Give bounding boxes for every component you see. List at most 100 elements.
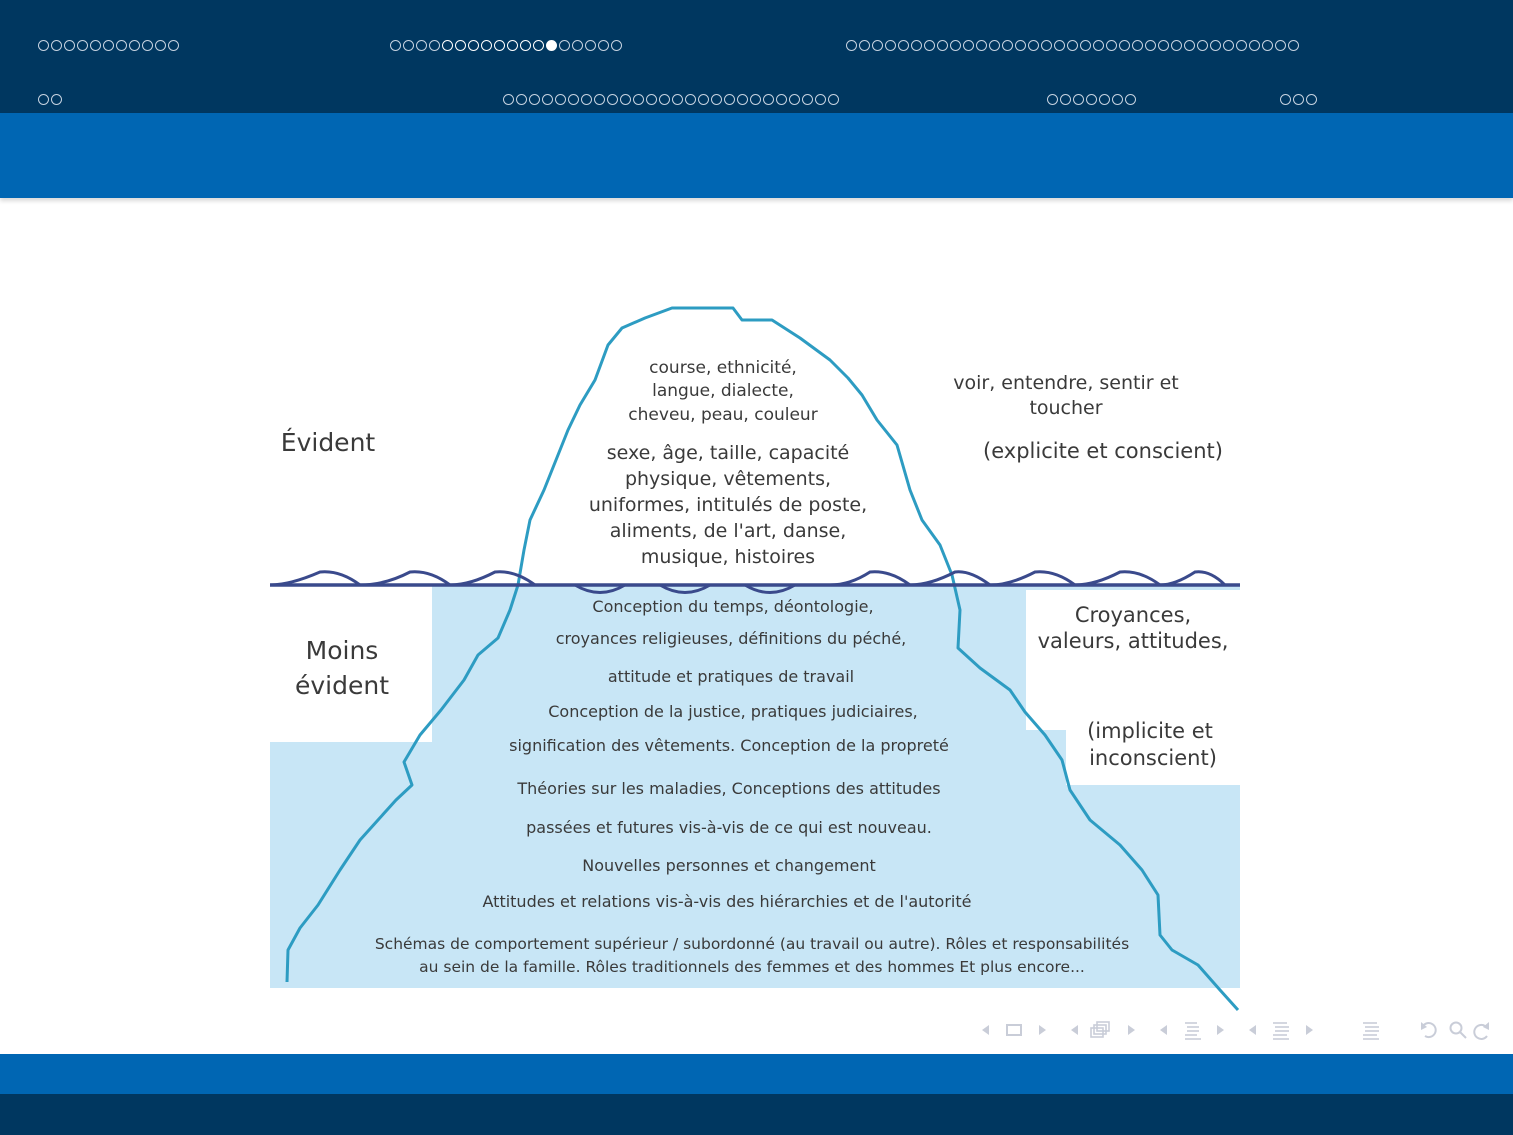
nav-dot[interactable] — [789, 94, 800, 105]
nav-dot[interactable] — [581, 94, 592, 105]
nav-dot-current[interactable] — [546, 40, 557, 51]
nav-dot[interactable] — [672, 94, 683, 105]
nav-dot[interactable] — [129, 40, 140, 51]
nav-dot[interactable] — [1054, 40, 1065, 51]
nav-dot[interactable] — [503, 94, 514, 105]
nav-section-2[interactable] — [390, 35, 624, 54]
nav-dot[interactable] — [1158, 40, 1169, 51]
nav-dot[interactable] — [51, 94, 62, 105]
nav-dot[interactable] — [51, 40, 62, 51]
nav-dot[interactable] — [442, 40, 453, 51]
nav-dot[interactable] — [1249, 40, 1260, 51]
nav-dot[interactable] — [607, 94, 618, 105]
nav-dot[interactable] — [620, 94, 631, 105]
nav-dot[interactable] — [103, 40, 114, 51]
nav-dot[interactable] — [1210, 40, 1221, 51]
nav-dot[interactable] — [468, 40, 479, 51]
nav-dot[interactable] — [659, 94, 670, 105]
nav-dot[interactable] — [611, 40, 622, 51]
nav-dot[interactable] — [924, 40, 935, 51]
nav-dot[interactable] — [646, 94, 657, 105]
nav-dot[interactable] — [737, 94, 748, 105]
nav-dot[interactable] — [116, 40, 127, 51]
nav-section-3[interactable] — [846, 35, 1301, 54]
nav-subsection-1[interactable] — [38, 89, 64, 108]
nav-dot[interactable] — [828, 94, 839, 105]
nav-dot[interactable] — [572, 40, 583, 51]
nav-dot[interactable] — [568, 94, 579, 105]
nav-dot[interactable] — [390, 40, 401, 51]
arrow-right-icon[interactable] — [1306, 1025, 1313, 1035]
nav-dot[interactable] — [1015, 40, 1026, 51]
nav-dot[interactable] — [533, 40, 544, 51]
nav-section-1[interactable] — [38, 35, 181, 54]
nav-dot[interactable] — [1280, 94, 1291, 105]
nav-dot[interactable] — [1086, 94, 1097, 105]
nav-dot[interactable] — [1145, 40, 1156, 51]
nav-dot[interactable] — [494, 40, 505, 51]
nav-dot[interactable] — [1073, 94, 1084, 105]
nav-dot[interactable] — [155, 40, 166, 51]
nav-dot[interactable] — [685, 94, 696, 105]
nav-dot[interactable] — [1060, 94, 1071, 105]
nav-dot[interactable] — [898, 40, 909, 51]
nav-subsection-3[interactable] — [1047, 89, 1138, 108]
nav-dot[interactable] — [1119, 40, 1130, 51]
nav-dot[interactable] — [1002, 40, 1013, 51]
nav-dot[interactable] — [802, 94, 813, 105]
section-icon[interactable] — [1273, 1022, 1289, 1040]
nav-dot[interactable] — [168, 40, 179, 51]
arrow-left-icon[interactable] — [982, 1025, 989, 1035]
nav-dot[interactable] — [594, 94, 605, 105]
nav-dot[interactable] — [1223, 40, 1234, 51]
nav-dot[interactable] — [481, 40, 492, 51]
nav-dot[interactable] — [1275, 40, 1286, 51]
nav-dot[interactable] — [1197, 40, 1208, 51]
nav-dot[interactable] — [950, 40, 961, 51]
nav-subsection-2[interactable] — [503, 89, 841, 108]
arrow-right-icon[interactable] — [1217, 1025, 1224, 1035]
nav-dot[interactable] — [750, 94, 761, 105]
nav-dot[interactable] — [1112, 94, 1123, 105]
nav-dot[interactable] — [542, 94, 553, 105]
nav-dot[interactable] — [1125, 94, 1136, 105]
nav-dot[interactable] — [520, 40, 531, 51]
nav-dot[interactable] — [77, 40, 88, 51]
nav-dot[interactable] — [885, 40, 896, 51]
nav-subsection-4[interactable] — [1280, 89, 1319, 108]
nav-dot[interactable] — [1106, 40, 1117, 51]
nav-dot[interactable] — [64, 40, 75, 51]
nav-dot[interactable] — [1041, 40, 1052, 51]
nav-dot[interactable] — [403, 40, 414, 51]
nav-dot[interactable] — [872, 40, 883, 51]
nav-dot[interactable] — [90, 40, 101, 51]
nav-dot[interactable] — [724, 94, 735, 105]
nav-dot[interactable] — [1099, 94, 1110, 105]
nav-dot[interactable] — [698, 94, 709, 105]
search-icon[interactable] — [1449, 1021, 1467, 1039]
nav-dot[interactable] — [911, 40, 922, 51]
back-icon[interactable] — [1421, 1022, 1437, 1039]
arrow-left-icon[interactable] — [1249, 1025, 1256, 1035]
menu-icon[interactable] — [1363, 1022, 1379, 1040]
nav-dot[interactable] — [529, 94, 540, 105]
nav-dot[interactable] — [1093, 40, 1104, 51]
nav-dot[interactable] — [1067, 40, 1078, 51]
nav-dot[interactable] — [516, 94, 527, 105]
nav-dot[interactable] — [38, 94, 49, 105]
arrow-right-icon[interactable] — [1039, 1025, 1046, 1035]
nav-dot[interactable] — [559, 40, 570, 51]
section-icon[interactable] — [1185, 1022, 1201, 1040]
subsection-icon[interactable] — [1090, 1021, 1110, 1038]
nav-dot[interactable] — [1047, 94, 1058, 105]
nav-dot[interactable] — [507, 40, 518, 51]
nav-dot[interactable] — [38, 40, 49, 51]
nav-dot[interactable] — [455, 40, 466, 51]
nav-dot[interactable] — [1080, 40, 1091, 51]
arrow-right-icon[interactable] — [1128, 1025, 1135, 1035]
nav-dot[interactable] — [585, 40, 596, 51]
arrow-left-icon[interactable] — [1071, 1025, 1078, 1035]
nav-dot[interactable] — [416, 40, 427, 51]
nav-dot[interactable] — [776, 94, 787, 105]
nav-dot[interactable] — [1306, 94, 1317, 105]
